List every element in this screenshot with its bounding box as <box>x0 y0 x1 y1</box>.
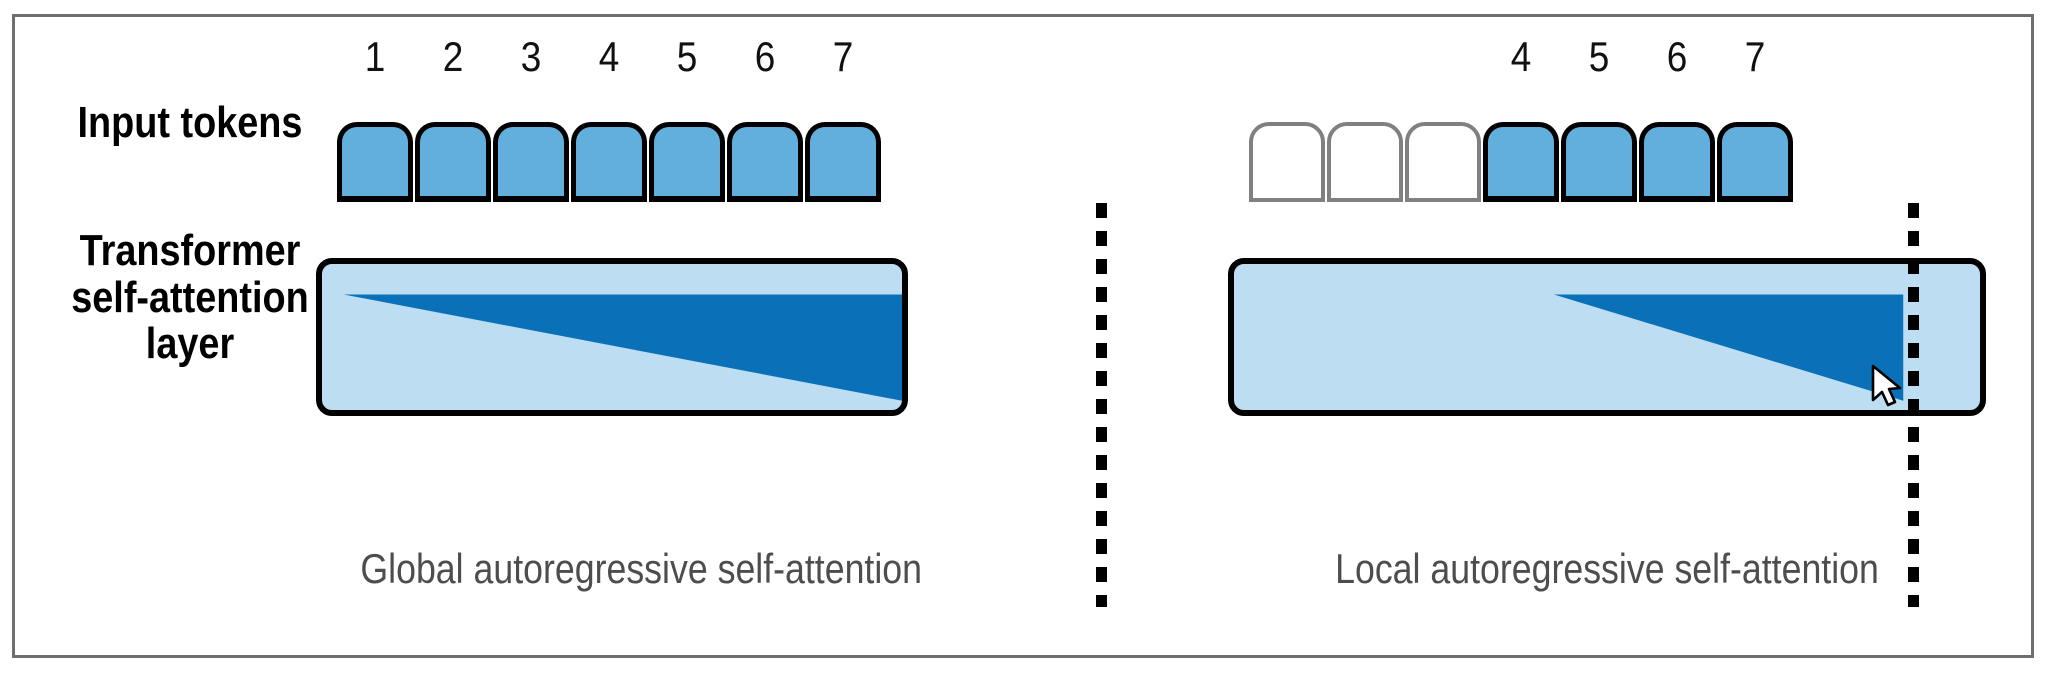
token-cell-local-5[interactable] <box>1561 122 1637 202</box>
token-cell-local-6[interactable] <box>1639 122 1715 202</box>
token-cell-global-1[interactable] <box>337 122 413 202</box>
token-cell-local-3-empty[interactable] <box>1405 122 1481 202</box>
token-number-global-1: 1 <box>364 33 386 80</box>
row-label-transformer-self-attention-layer: Transformer self-attention layer <box>71 226 309 369</box>
token-cell-global-3[interactable] <box>493 122 569 202</box>
row-label-input-tokens: Input tokens <box>77 98 303 147</box>
attention-triangle-local-svg <box>1553 294 1904 401</box>
token-cell-local-2-empty[interactable] <box>1327 122 1403 202</box>
token-number-global-7: 7 <box>832 33 854 80</box>
token-cell-global-2[interactable] <box>415 122 491 202</box>
attention-panel-global[interactable] <box>316 258 908 416</box>
caption-local-autoregressive-self-attention: Local autoregressive self-attention <box>1335 545 1879 592</box>
token-number-global-2: 2 <box>442 33 464 80</box>
token-number-global-6: 6 <box>754 33 776 80</box>
marker-dotted-line-global <box>1096 203 1107 607</box>
attention-panel-local[interactable] <box>1228 258 1986 416</box>
token-cell-local-1-empty[interactable] <box>1249 122 1325 202</box>
token-number-global-4: 4 <box>598 33 620 80</box>
token-number-local-7: 7 <box>1744 33 1766 80</box>
attention-triangle-global <box>343 294 902 401</box>
token-number-local-4: 4 <box>1510 33 1532 80</box>
attention-triangle-global-svg <box>343 294 902 401</box>
caption-global-autoregressive-self-attention: Global autoregressive self-attention <box>360 545 922 592</box>
attention-triangle-local <box>1553 294 1904 401</box>
token-cell-local-4[interactable] <box>1483 122 1559 202</box>
token-cell-global-7[interactable] <box>805 122 881 202</box>
token-number-local-6: 6 <box>1666 33 1688 80</box>
token-number-local-5: 5 <box>1588 33 1610 80</box>
token-cell-global-5[interactable] <box>649 122 725 202</box>
token-cell-local-7[interactable] <box>1717 122 1793 202</box>
token-number-global-3: 3 <box>520 33 542 80</box>
token-number-global-5: 5 <box>676 33 698 80</box>
marker-dotted-line-local <box>1908 203 1919 607</box>
token-cell-global-4[interactable] <box>571 122 647 202</box>
token-cell-global-6[interactable] <box>727 122 803 202</box>
